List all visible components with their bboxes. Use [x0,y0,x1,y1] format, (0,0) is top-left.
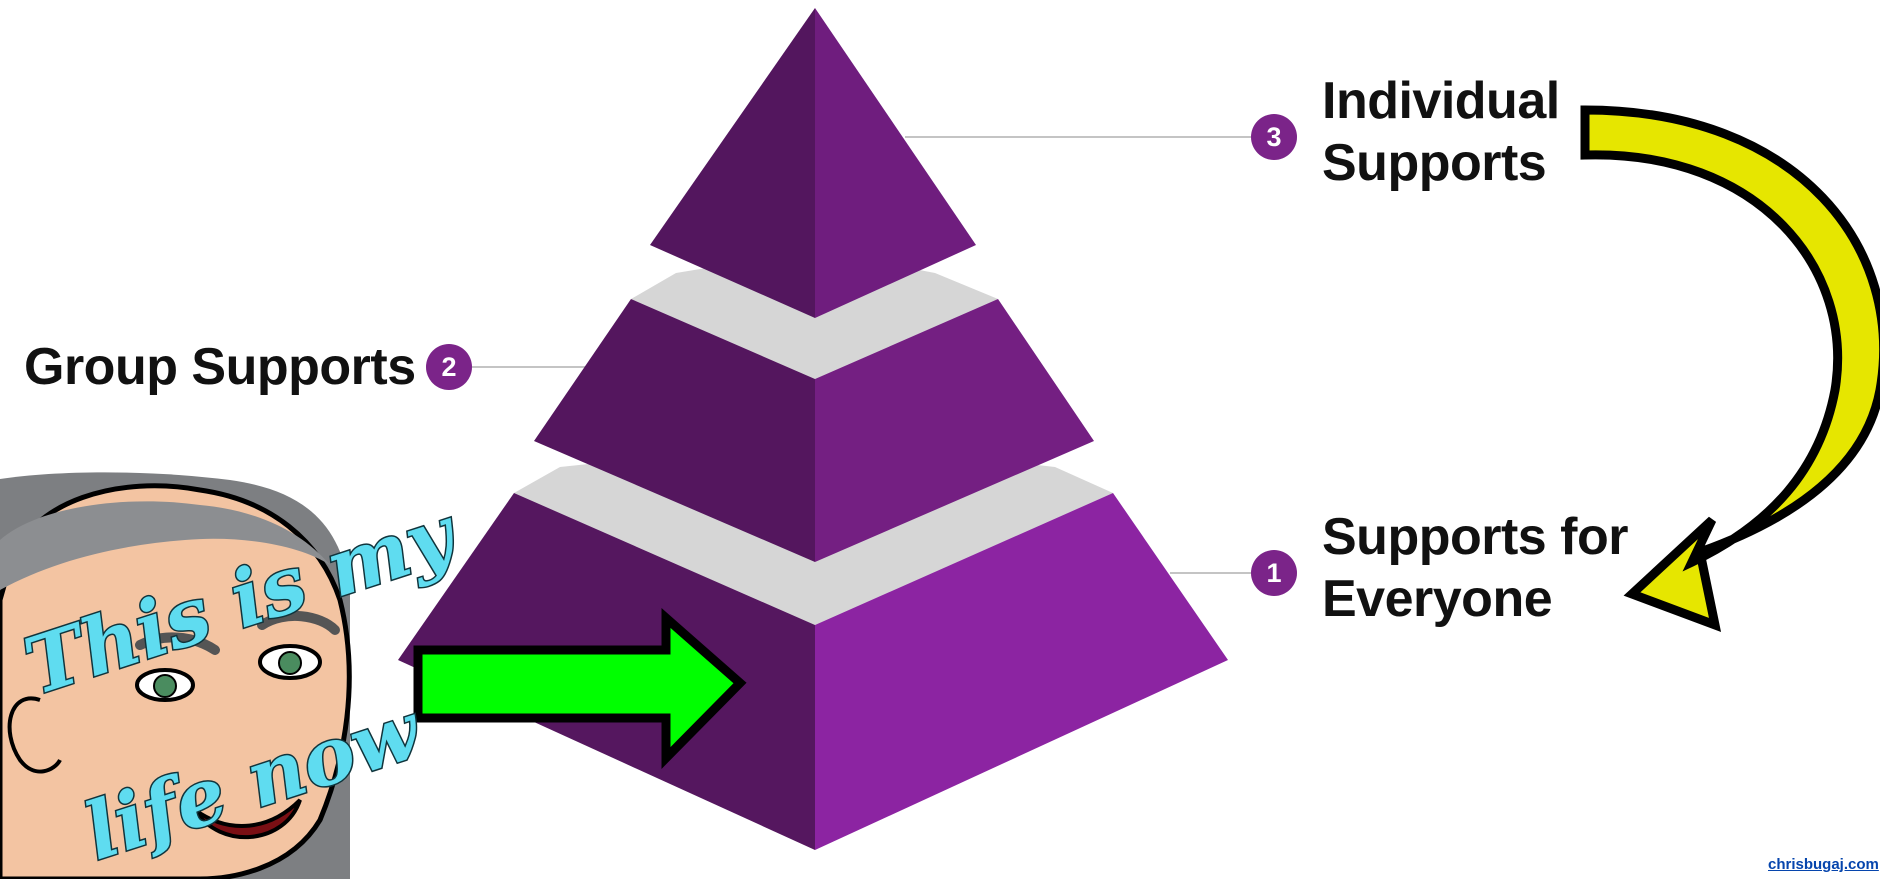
tier-1-title-line-1: Supports for [1322,508,1628,566]
pyramid-tier-3-right-face [815,8,976,318]
pyramid-tier-3-left-face [650,8,815,318]
cartoon-face-icon [0,472,352,879]
pyramid-tier-2-left-face [534,299,815,562]
tier-3-badge: 3 [1251,114,1297,160]
tier-2-title-line-1: Group Supports [24,338,416,396]
pyramid-tier-2-right-face [815,299,1094,562]
tier-1-title: Supports for Everyone [1322,506,1628,630]
curved-yellow-arrow-icon [1580,105,1880,633]
tier-1-title-line-2: Everyone [1322,570,1553,628]
tier-1-badge: 1 [1251,550,1297,596]
tier-2-title: Group Supports [24,336,416,398]
tier-3-title-line-2: Supports [1322,134,1547,192]
green-right-arrow-icon [413,608,747,769]
pyramid-tier-1-right-face [815,493,1228,850]
tier-2-badge: 2 [426,344,472,390]
tier-3-title-line-1: Individual [1322,72,1560,130]
footer-link[interactable]: chrisbugaj.com [1768,856,1879,873]
tier-3-title: Individual Supports [1322,70,1560,194]
